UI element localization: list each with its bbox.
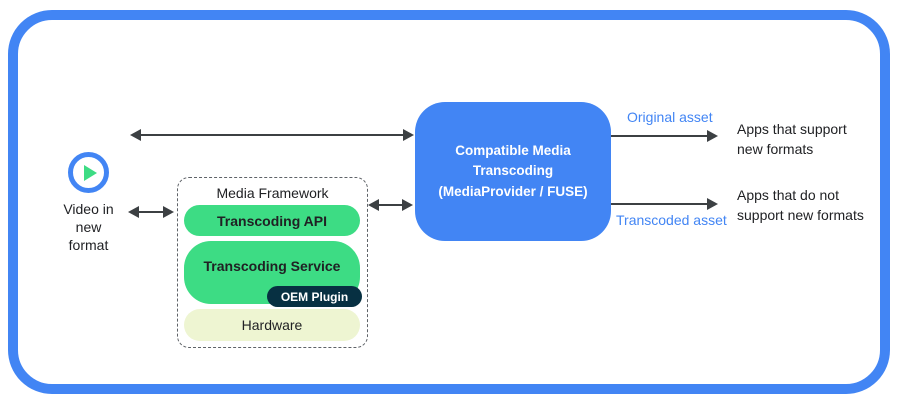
apps-no-support-label: Apps that do not support new formats xyxy=(737,187,864,223)
play-triangle-icon xyxy=(84,164,97,181)
media-framework-title: Media Framework xyxy=(216,185,329,201)
transcoded-asset-label: Transcoded asset xyxy=(616,212,727,228)
source-label: Video in new format xyxy=(63,201,114,254)
hardware-layer: Hardware xyxy=(184,309,360,341)
transcoder-box: Compatible Media Transcoding (MediaProvi… xyxy=(415,102,611,241)
diagram-border xyxy=(8,10,890,394)
arrow-source-to-transcoder xyxy=(130,129,414,141)
apps-support-label: Apps that support new formats xyxy=(737,121,847,157)
arrow-original-asset xyxy=(610,130,718,142)
arrow-framework-to-transcoder xyxy=(368,199,413,211)
original-asset-label: Original asset xyxy=(627,109,713,125)
transcoding-api-layer: Transcoding API xyxy=(184,205,360,236)
play-icon xyxy=(68,152,109,193)
arrow-source-to-framework xyxy=(128,206,174,218)
oem-plugin-badge: OEM Plugin xyxy=(267,286,362,307)
arrow-transcoded-asset xyxy=(610,198,718,210)
media-framework-box: Media Framework Transcoding API Transcod… xyxy=(177,177,368,348)
